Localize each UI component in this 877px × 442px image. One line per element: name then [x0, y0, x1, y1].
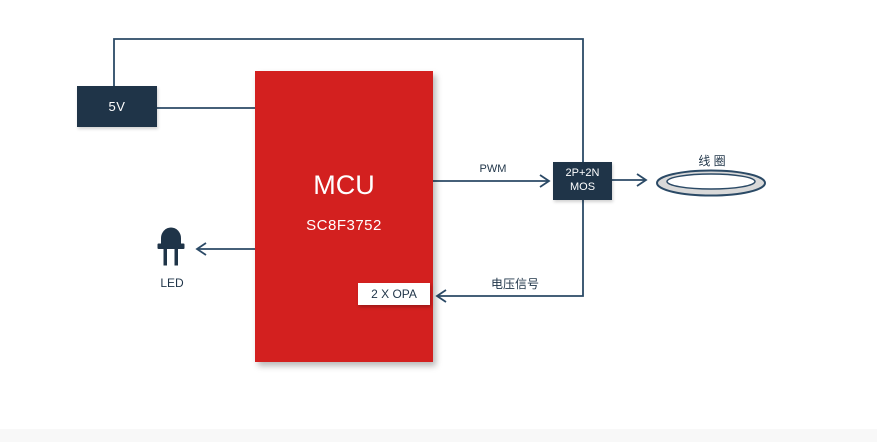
voltage-signal-label: 电压信号 — [490, 277, 539, 291]
coil-arrowhead-icon — [636, 173, 648, 187]
power-5v-box: 5V — [77, 86, 157, 127]
mos-box: 2P+2N MOS — [553, 162, 612, 200]
coil-label: 线 圈 — [698, 154, 726, 168]
led-label: LED — [160, 276, 184, 290]
opa-box: 2 X OPA — [358, 283, 430, 305]
footer-strip — [0, 429, 877, 442]
power-to-mos-wire — [113, 38, 584, 162]
opa-label: 2 X OPA — [371, 287, 417, 301]
led-icon — [157, 227, 185, 266]
mcu-part-number: SC8F3752 — [306, 217, 382, 234]
voltage-signal-wire — [438, 200, 584, 297]
power-5v-label: 5V — [108, 99, 126, 114]
mos-label-line1: 2P+2N — [565, 167, 600, 180]
led-arrowhead-icon — [195, 242, 207, 256]
voltage-arrowhead-icon — [435, 289, 447, 303]
pwm-arrowhead-icon — [539, 174, 551, 188]
coil-icon — [656, 169, 766, 197]
mcu-block — [255, 71, 433, 362]
mos-label-line2: MOS — [569, 181, 596, 193]
pwm-signal-label: PWM — [479, 163, 507, 175]
mcu-title: MCU — [313, 170, 375, 200]
